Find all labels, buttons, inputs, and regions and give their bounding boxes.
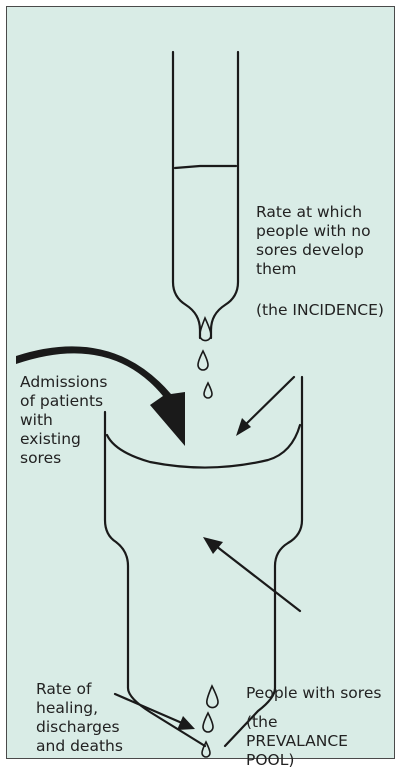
droplet-icon xyxy=(200,318,211,341)
healing-rate-label: Rate of healing, discharges and deaths xyxy=(36,680,123,756)
upper-tube-liquid-level xyxy=(175,166,236,168)
incidence-rate-label: Rate at which people with no sores devel… xyxy=(256,203,371,279)
upper-tube-left-wall xyxy=(173,52,200,338)
pool-liquid-level xyxy=(107,425,300,468)
prevalence-term-label: (the PREVALANCE POOL) xyxy=(246,713,348,770)
prevalence-arrow-shaft xyxy=(216,546,300,611)
droplet-icon xyxy=(204,383,212,398)
upper-tube-right-wall xyxy=(211,52,238,338)
admissions-label: Admissions of patients with existing sor… xyxy=(20,373,107,468)
incidence-arrow-shaft xyxy=(242,377,294,428)
people-with-sores-label: People with sores xyxy=(246,684,381,703)
incidence-term-label: (the INCIDENCE) xyxy=(256,301,384,320)
healing-arrow-shaft xyxy=(115,694,182,723)
droplet-icon xyxy=(198,351,208,370)
droplet-icon xyxy=(207,686,218,708)
prevalence-arrowhead xyxy=(203,537,223,554)
droplet-icon xyxy=(203,713,213,732)
